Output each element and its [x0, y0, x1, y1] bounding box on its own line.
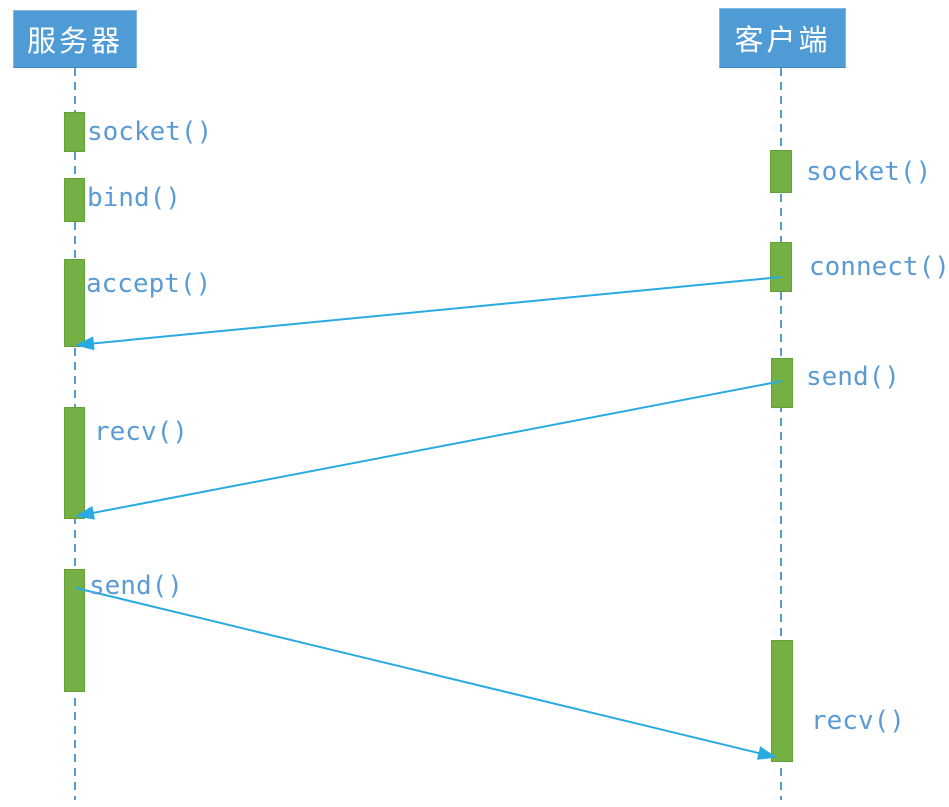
label-server-send: send() — [89, 571, 183, 601]
activation-bar-server-send — [64, 569, 85, 692]
activation-bar-client-connect — [770, 242, 792, 292]
label-server-bind: bind() — [87, 183, 181, 213]
label-server-accept: accept() — [86, 269, 212, 299]
server-actor-label: 服务器 — [26, 24, 123, 58]
activation-bar-server-bind — [64, 178, 85, 222]
activation-bar-client-send — [771, 358, 793, 408]
activation-bar-server-recv — [64, 407, 85, 519]
server-actor-box: 服务器 — [13, 10, 137, 68]
label-client-recv: recv() — [811, 706, 905, 736]
label-client-connect: connect() — [809, 252, 949, 282]
label-client-send: send() — [806, 362, 900, 392]
client-actor-label: 客户端 — [734, 23, 831, 57]
label-server-socket: socket() — [87, 117, 213, 147]
activation-bar-server-accept — [64, 259, 85, 347]
label-server-recv: recv() — [94, 417, 188, 447]
activation-bar-client-recv — [771, 640, 793, 762]
client-actor-box: 客户端 — [719, 8, 846, 68]
label-client-socket: socket() — [806, 157, 932, 187]
activation-bar-server-socket — [64, 112, 85, 152]
activation-bar-client-socket — [770, 150, 792, 193]
